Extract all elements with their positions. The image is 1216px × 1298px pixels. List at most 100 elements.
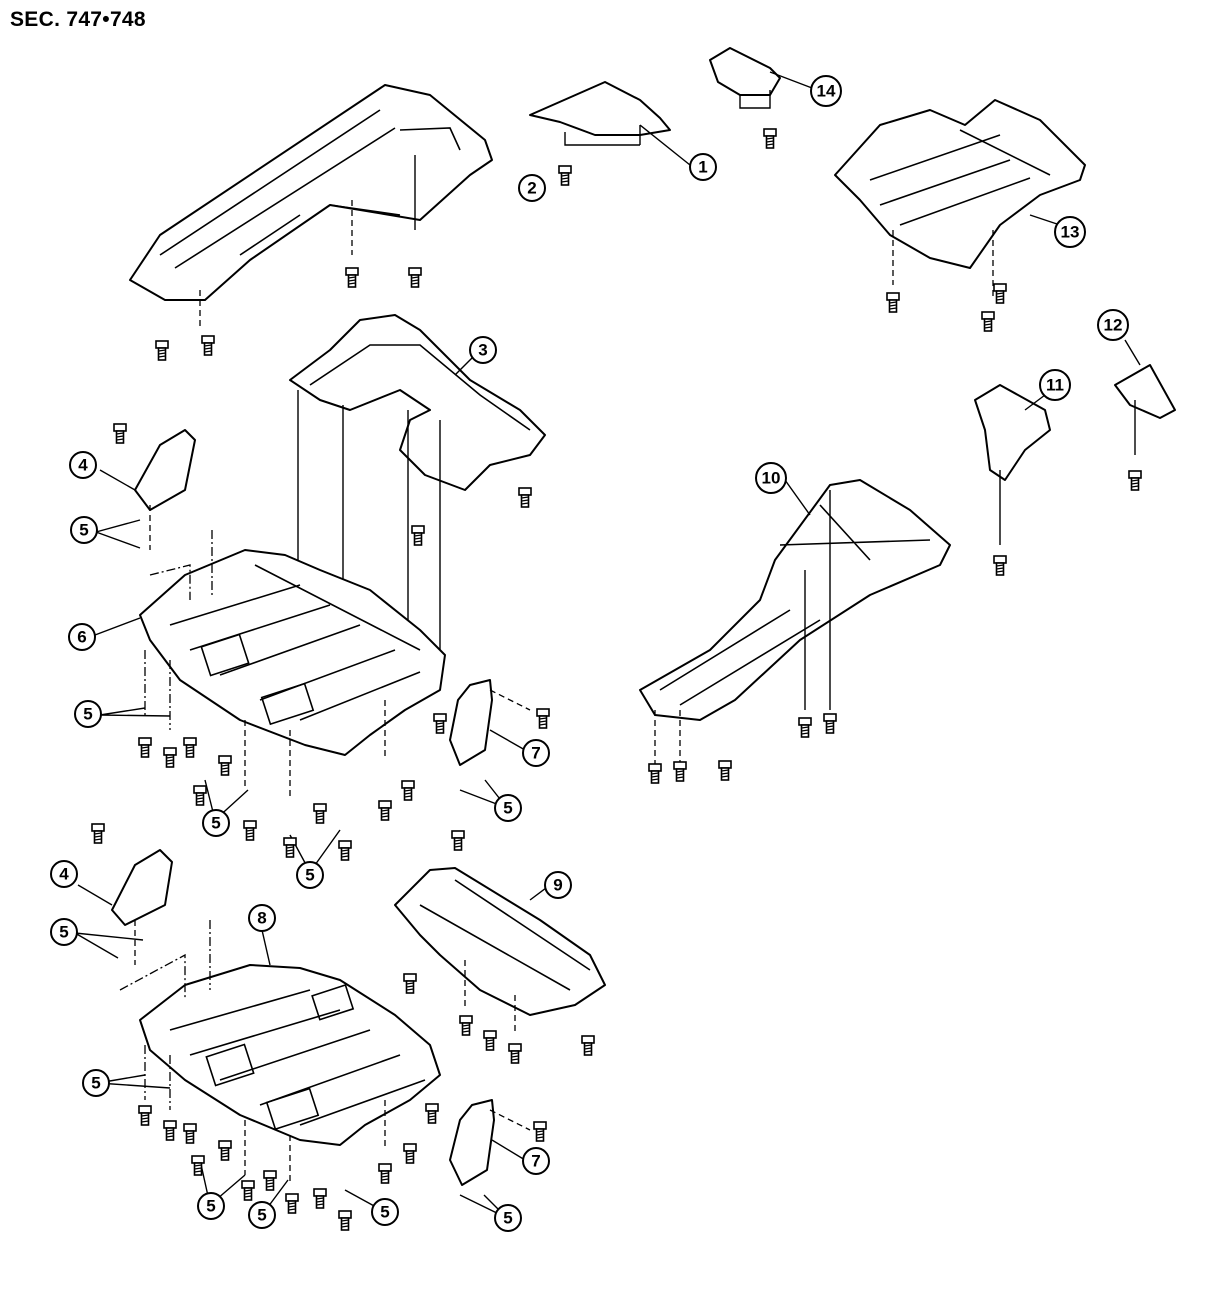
part-11-bracket — [974, 384, 1051, 545]
bolt-icon — [408, 267, 422, 288]
callout-10: 10 — [755, 462, 787, 494]
bolt-icon — [378, 1163, 392, 1184]
bolt-icon — [798, 717, 812, 738]
guide-line — [149, 530, 213, 600]
callout-5: 5 — [296, 861, 324, 889]
svg-text:12: 12 — [1104, 316, 1123, 335]
svg-text:7: 7 — [531, 1152, 540, 1171]
callout-5: 5 — [494, 1204, 522, 1232]
callout-5: 5 — [82, 1069, 110, 1097]
svg-text:7: 7 — [531, 744, 540, 763]
bolt-icon — [183, 737, 197, 758]
part-4-lower-bracket — [77, 849, 173, 965]
bolt-icon — [403, 1143, 417, 1164]
bolt-icon — [241, 1180, 255, 1201]
svg-text:5: 5 — [79, 521, 88, 540]
part-9-cover — [394, 867, 606, 1035]
part-13-front-cover — [834, 99, 1086, 300]
svg-text:5: 5 — [503, 799, 512, 818]
bolt-icon — [163, 1120, 177, 1141]
callout-7-lower: 7 — [522, 1147, 550, 1175]
bolt-icon — [508, 1043, 522, 1064]
callout-11: 11 — [1039, 369, 1071, 401]
svg-text:14: 14 — [817, 82, 836, 101]
bolt-icon — [433, 713, 447, 734]
svg-text:5: 5 — [83, 705, 92, 724]
bolt-icon — [313, 1188, 327, 1209]
bolt-icon — [581, 1035, 595, 1056]
bolt-icon — [191, 1155, 205, 1176]
bolt-icon — [451, 830, 465, 851]
bolt-icon — [648, 763, 662, 784]
bolt-icon — [536, 708, 550, 729]
bolt-icon — [1128, 470, 1142, 491]
callout-14: 14 — [810, 75, 842, 107]
bolt-icon — [218, 1140, 232, 1161]
callout-5: 5 — [70, 516, 98, 544]
fasteners — [91, 128, 1142, 1231]
svg-text:10: 10 — [762, 469, 781, 488]
bolt-icon — [285, 1193, 299, 1214]
section-title: SEC. 747•748 — [10, 8, 146, 31]
bolt-icon — [718, 760, 732, 781]
callout-5: 5 — [74, 700, 102, 728]
svg-text:3: 3 — [478, 341, 487, 360]
bolt-icon — [313, 803, 327, 824]
part-8-main-undercover — [139, 929, 441, 1185]
callout-4-upper: 4 — [69, 451, 97, 479]
callout-6: 6 — [68, 623, 96, 651]
bolt-icon — [483, 1030, 497, 1051]
bolt-icon — [533, 1121, 547, 1142]
callout-7-upper: 7 — [522, 739, 550, 767]
svg-text:5: 5 — [503, 1209, 512, 1228]
part-14-bracket — [709, 47, 813, 109]
bolt-icon — [886, 292, 900, 313]
svg-text:5: 5 — [380, 1203, 389, 1222]
bolt-icon — [558, 165, 572, 186]
part-7-upper-bracket — [449, 679, 531, 766]
callout-2: 2 — [518, 174, 546, 202]
svg-text:5: 5 — [206, 1197, 215, 1216]
bolt-icon — [401, 780, 415, 801]
bolt-icon — [763, 128, 777, 149]
part-1-plate — [529, 81, 691, 166]
svg-text:4: 4 — [59, 865, 69, 884]
bolt-icon — [138, 737, 152, 758]
bolt-icon — [403, 973, 417, 994]
bolt-icon — [183, 1123, 197, 1144]
bolt-icon — [411, 525, 425, 546]
bolt-icon — [138, 1105, 152, 1126]
bolt-icon — [993, 283, 1007, 304]
svg-text:8: 8 — [257, 909, 266, 928]
bolt-icon — [91, 823, 105, 844]
leader — [95, 519, 141, 549]
bolt-icon — [993, 555, 1007, 576]
bolt-icon — [201, 335, 215, 356]
callout-5: 5 — [494, 794, 522, 822]
callouts: 1 2 3 4 4 5 5 5 5 5 5 5 5 5 5 5 6 7 7 8 … — [50, 75, 1129, 1232]
bolt-icon — [218, 755, 232, 776]
leader — [99, 707, 171, 717]
bolt-icon — [193, 785, 207, 806]
bolt-icon — [243, 820, 257, 841]
callout-5: 5 — [50, 918, 78, 946]
callout-13: 13 — [1054, 216, 1086, 248]
svg-text:5: 5 — [305, 866, 314, 885]
part-7-lower-bracket — [449, 1099, 531, 1186]
callout-4-lower: 4 — [50, 860, 78, 888]
svg-text:1: 1 — [698, 158, 707, 177]
bolt-icon — [459, 1015, 473, 1036]
bolt-icon — [518, 487, 532, 508]
part-3-frame — [289, 314, 546, 690]
bolt-icon — [345, 267, 359, 288]
bolt-icon — [378, 800, 392, 821]
bolt-icon — [673, 761, 687, 782]
leader — [74, 932, 144, 959]
part-12-bracket — [1114, 339, 1176, 455]
part-10-side-cover — [639, 479, 951, 765]
guide-line — [119, 920, 211, 1000]
svg-text:6: 6 — [77, 628, 86, 647]
bolt-icon — [263, 1170, 277, 1191]
bolt-icon — [981, 311, 995, 332]
bolt-icon — [425, 1103, 439, 1124]
